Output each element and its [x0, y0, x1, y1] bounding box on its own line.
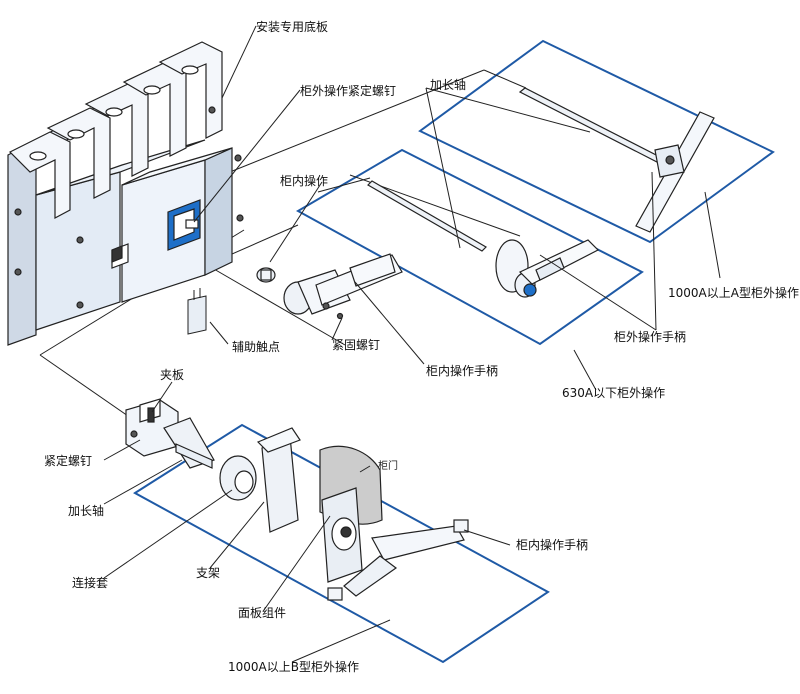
- label-external-handle: 柜外操作手柄: [614, 330, 687, 344]
- internal-handle-1000b: [371, 525, 465, 561]
- label-clamp-plate: 夹板: [160, 368, 185, 382]
- frame-630a: [295, 148, 644, 346]
- small-knob: [256, 267, 276, 283]
- label-internal-operation: 柜内操作: [280, 174, 329, 188]
- extension-shaft-bottom: [175, 443, 213, 469]
- label-panel-assembly: 面板组件: [238, 606, 287, 620]
- leader-lines: [103, 25, 721, 663]
- label-extension-shaft-bottom: 加长轴: [68, 504, 105, 518]
- label-630a-operation: 630A以下柜外操作: [562, 386, 666, 400]
- auxiliary-contact: [187, 288, 207, 335]
- terminal-holes: [29, 65, 199, 161]
- label-bracket: 支架: [196, 566, 221, 580]
- label-ext-fastening-screw: 柜外操作紧定螺钉: [300, 84, 397, 98]
- label-fastening-screw: 紧固螺钉: [332, 338, 381, 352]
- label-base-plate: 安装专用底板: [256, 20, 329, 34]
- mounting-screws: [14, 106, 244, 309]
- terminal-bars: [8, 41, 223, 219]
- label-coupling-sleeve: 连接套: [72, 576, 109, 590]
- label-cabinet-door: 柜门: [378, 461, 398, 472]
- internal-operation-parts: [256, 253, 403, 320]
- ext-1000b-parts: [219, 427, 469, 601]
- frames: [133, 39, 775, 664]
- label-set-screw: 紧定螺钉: [44, 454, 93, 468]
- switch-body: [7, 41, 244, 346]
- clamp-assembly: [125, 398, 215, 469]
- label-aux-contact: 辅助触点: [232, 340, 281, 354]
- frame-1000a-type-a: [418, 39, 775, 244]
- extension-shaft-1000a: [518, 87, 664, 163]
- ext-630-parts: [367, 180, 600, 298]
- extension-shaft-630: [367, 180, 487, 252]
- label-type-b-1000: 1000A以上B型柜外操作: [228, 660, 359, 674]
- label-type-a-1000: 1000A以上A型柜外操作: [668, 286, 799, 300]
- label-internal-handle-top: 柜内操作手柄: [426, 364, 499, 378]
- label-extension-shaft-top: 加长轴: [430, 78, 467, 92]
- ext-1000a-parts: [518, 87, 715, 233]
- label-internal-handle-bottom: 柜内操作手柄: [516, 538, 589, 552]
